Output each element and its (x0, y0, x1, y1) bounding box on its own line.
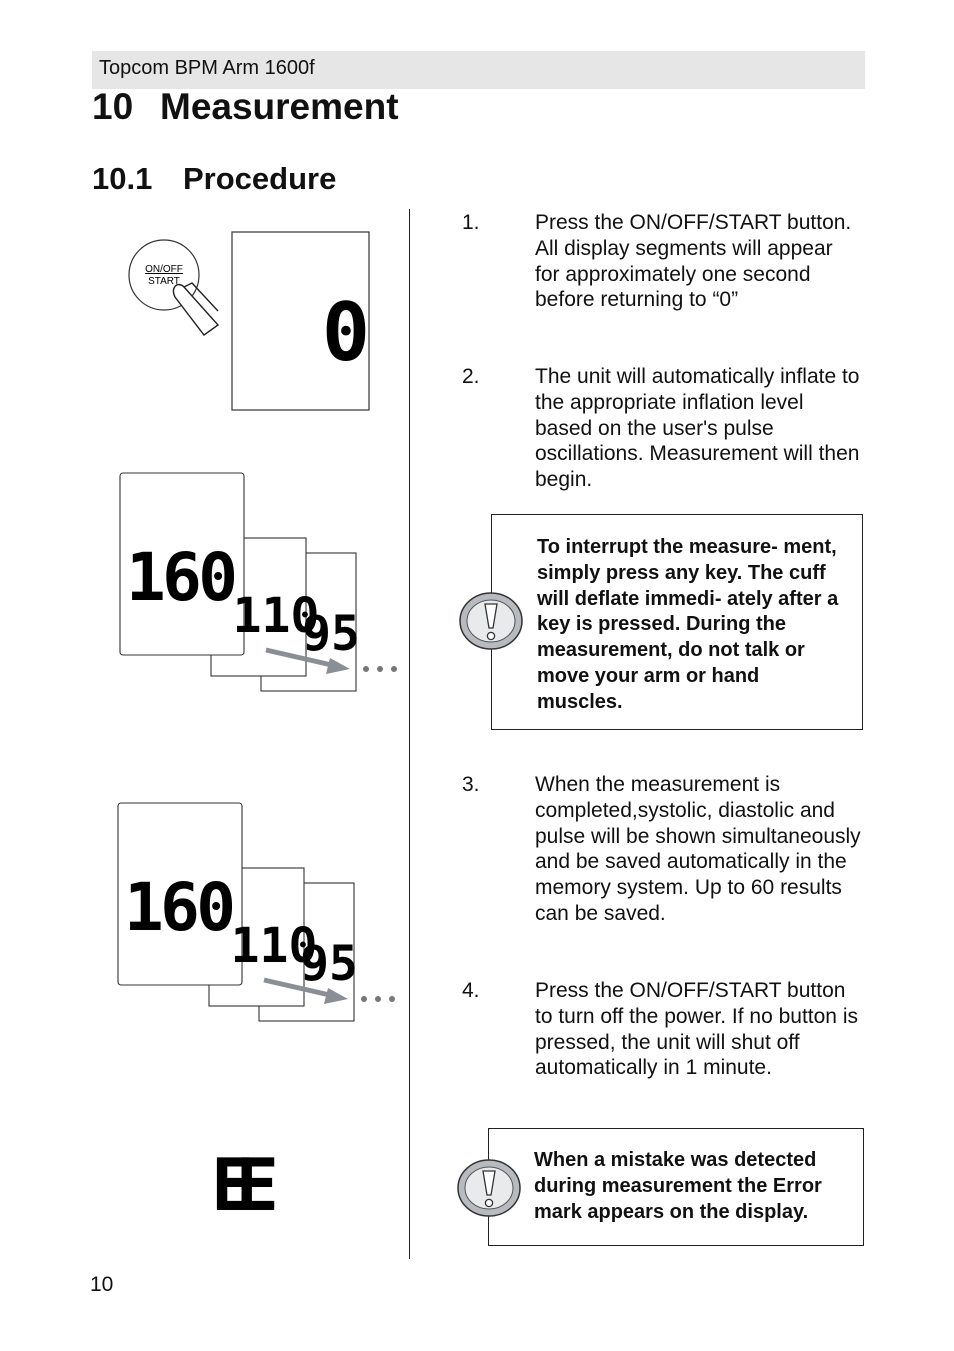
section-title: 10.1 Procedure (92, 161, 336, 197)
systolic-value: 160 (126, 539, 238, 616)
ellipsis-icon (363, 666, 397, 672)
section-name: Procedure (183, 161, 337, 196)
diastolic-value: 110 (233, 588, 320, 644)
note-error: When a mistake was detected during measu… (488, 1128, 864, 1246)
step-number: 4. (462, 979, 480, 1002)
display-screen (231, 231, 370, 411)
exclamation-icon (457, 1159, 521, 1217)
chapter-number: 10 (92, 86, 134, 127)
figure-power-on: ON/OFF START 0 (128, 231, 370, 411)
section-number: 10.1 (92, 161, 153, 196)
running-header: Topcom BPM Arm 1600f (92, 51, 865, 89)
result-pulse-value: 95 (300, 936, 358, 992)
step-text: Press the ON/OFF/START button. All displ… (535, 211, 852, 312)
header-product: Topcom BPM Arm 1600f (99, 57, 315, 79)
result-systolic-panel (117, 802, 243, 986)
button-label-line1: ON/OFF (145, 264, 183, 275)
step-1: 1. Press the ON/OFF/START button. All di… (462, 210, 862, 313)
note-text: To interrupt the measure- ment, simply p… (537, 536, 839, 713)
chapter-title: 10 Measurement (92, 86, 399, 128)
note-text: When a mistake was detected during measu… (534, 1149, 822, 1223)
exclamation-icon (459, 592, 523, 650)
page-number: 10 (90, 1273, 114, 1296)
step-text: The unit will automatically inflate to t… (535, 365, 860, 492)
note-interrupt: To interrupt the measure- ment, simply p… (491, 514, 863, 730)
step-text: When the measurement is completed,systol… (535, 773, 861, 925)
figure-result: 160 110 95 (117, 802, 395, 1022)
figure-measuring: 160 110 95 (119, 472, 397, 692)
figure-error: EE (211, 1143, 279, 1220)
step-3: 3. When the measurement is completed,sys… (462, 772, 862, 927)
step-2: 2. The unit will automatically inflate t… (462, 364, 862, 493)
step-number: 1. (462, 211, 480, 234)
result-diastolic-value: 110 (231, 918, 318, 974)
error-mark: EE (211, 1143, 279, 1220)
result-systolic-value: 160 (124, 869, 236, 946)
display-zero: 0 (322, 286, 370, 379)
arrow-right-icon (265, 647, 350, 674)
step-text: Press the ON/OFF/START button to turn of… (535, 979, 858, 1080)
column-divider (409, 209, 410, 1259)
arrow-right-icon (263, 977, 348, 1004)
ellipsis-icon (361, 996, 395, 1002)
step-number: 3. (462, 773, 480, 796)
step-4: 4. Press the ON/OFF/START button to turn… (462, 978, 862, 1081)
hand-press-icon (172, 282, 220, 336)
chapter-name: Measurement (160, 86, 399, 127)
button-label-line2: START (148, 276, 180, 287)
pulse-value: 95 (302, 606, 360, 662)
step-number: 2. (462, 365, 480, 388)
display-systolic-panel (119, 472, 245, 656)
